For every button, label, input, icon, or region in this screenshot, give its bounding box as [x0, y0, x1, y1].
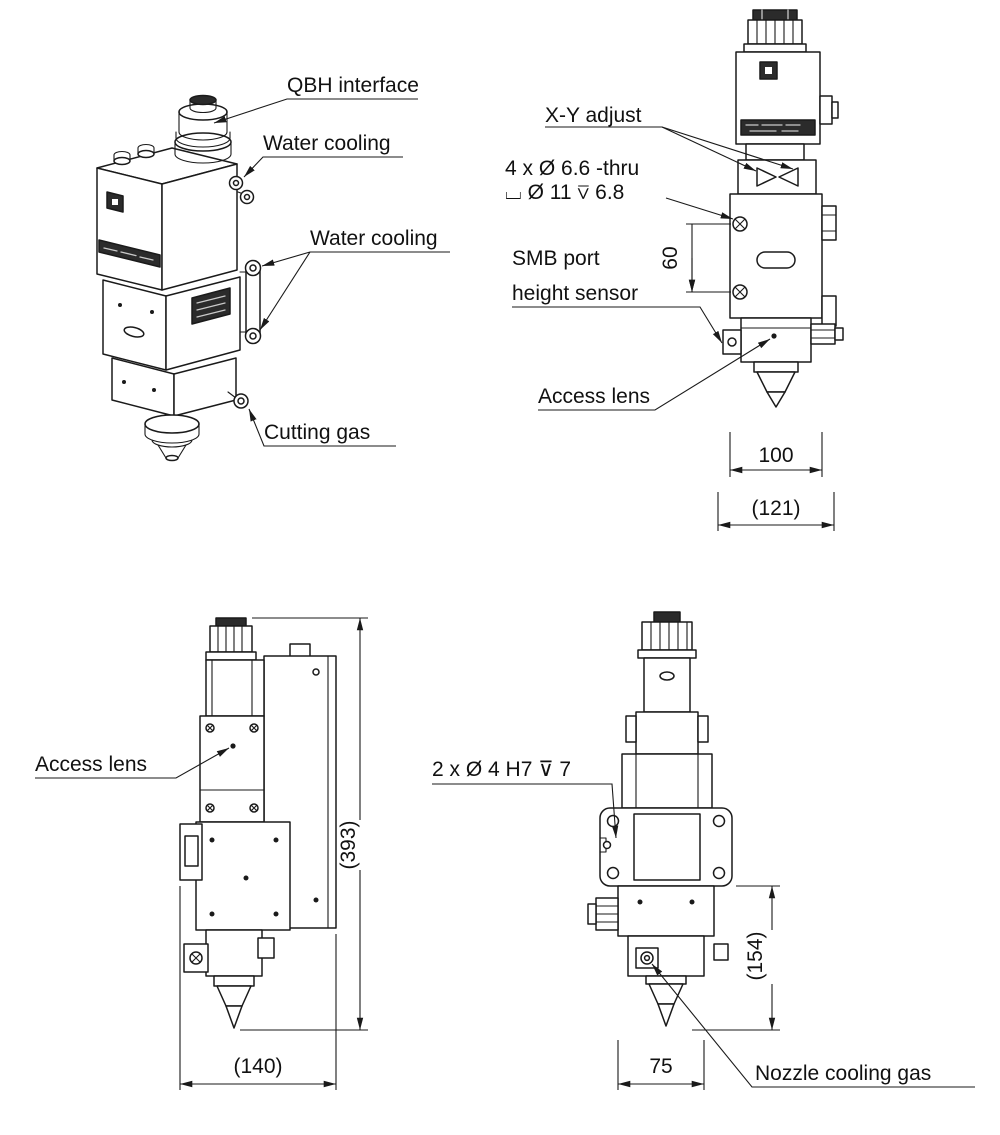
- leader-smb-port: [512, 306, 723, 344]
- rear-nozzle: [645, 975, 687, 1027]
- front-qbh-connector: [743, 9, 807, 53]
- dim-text-140: (140): [233, 1055, 283, 1078]
- leader-cutting-gas: [248, 408, 396, 447]
- rear-lower-body: [587, 885, 729, 977]
- dim-text-100: 100: [758, 444, 794, 467]
- leader-access-lens-side: [35, 747, 230, 779]
- dim-text-75: 75: [649, 1055, 673, 1078]
- iso-water-fitting-lower: [239, 259, 262, 345]
- dim-text-60: 60: [659, 246, 682, 270]
- iso-lower-body: [111, 357, 237, 417]
- rear-nozzle-cooling-fitting: [635, 947, 659, 969]
- side-qbh-connector: [205, 617, 257, 661]
- side-lower-body: [179, 821, 291, 931]
- rear-locating-pin-hole: [599, 837, 612, 853]
- iso-qbh-connector: [174, 94, 232, 164]
- label-mounting-holes-line1: 4 x Ø 6.6 -thru: [505, 157, 640, 180]
- leader-qbh-interface: [213, 98, 418, 124]
- label-smb-port-line1: SMB port: [512, 247, 600, 270]
- dim-154-extension-lines: [692, 885, 780, 1031]
- label-access-lens-front: Access lens: [538, 385, 651, 408]
- label-mounting-holes-line2: ⌴ Ø 11 ⊽ 6.8: [505, 181, 625, 204]
- leader-water-cooling-lower-2: [259, 251, 311, 331]
- label-access-lens-side: Access lens: [35, 753, 148, 776]
- annotation-lines: [35, 98, 975, 1090]
- rear-side-fitting: [587, 897, 619, 931]
- side-lens-access-cover: [179, 823, 203, 881]
- dim-text-121: (121): [751, 497, 801, 520]
- leader-nozzle-cooling-gas: [651, 963, 975, 1088]
- iso-nozzle: [144, 414, 200, 462]
- dim-140-extension-lines: [179, 886, 337, 1090]
- front-mounting-screw-bottom: [732, 284, 748, 300]
- iso-view-drawing: [96, 94, 262, 462]
- front-nozzle: [753, 361, 799, 408]
- rear-mounting-plate: [599, 807, 733, 887]
- label-water-cooling-lower: Water cooling: [310, 227, 438, 250]
- leader-xy-adjust-2: [661, 126, 794, 170]
- leader-xy-adjust-1: [661, 126, 757, 172]
- front-xy-adjust-section: [737, 159, 817, 195]
- side-nozzle: [213, 975, 255, 1029]
- dim-75-extension-lines: [617, 1040, 705, 1090]
- label-pin-holes: 2 x Ø 4 H7 ⊽ 7: [432, 758, 572, 781]
- iso-water-fitting-upper: [228, 175, 255, 205]
- leader-water-cooling-lower-1: [261, 251, 311, 267]
- side-mid-body: [199, 715, 265, 823]
- iso-cutting-gas-fitting: [227, 391, 249, 409]
- rear-view-drawing: [587, 611, 733, 1027]
- dim-text-154: (154): [744, 931, 767, 981]
- dim-393-extension-lines: [240, 617, 368, 1031]
- dim-60-extension-lines: [686, 223, 731, 293]
- iso-mid-body: [102, 276, 241, 371]
- label-qbh-interface: QBH interface: [287, 74, 419, 97]
- iso-upper-body: [96, 143, 238, 291]
- label-cutting-gas: Cutting gas: [264, 421, 371, 444]
- leader-pin-holes: [432, 783, 619, 839]
- dim-text-393: (393): [337, 820, 360, 870]
- leader-water-cooling-upper: [243, 156, 403, 178]
- rear-upper-column: [621, 657, 713, 809]
- leader-mounting-holes: [665, 197, 734, 220]
- front-lower-body: [722, 317, 844, 363]
- side-upper-column: [205, 659, 265, 717]
- label-nozzle-cooling-gas: Nozzle cooling gas: [755, 1062, 932, 1085]
- front-view-drawing: [722, 9, 844, 408]
- front-upper-body: [735, 51, 839, 161]
- side-view-drawing: [179, 617, 337, 1029]
- front-smb-port: [722, 329, 742, 355]
- label-water-cooling-upper: Water cooling: [263, 132, 391, 155]
- leader-access-lens-front: [538, 338, 771, 411]
- front-mounting-screw-top: [732, 216, 748, 232]
- front-main-body: [729, 193, 837, 327]
- label-xy-adjust: X-Y adjust: [545, 104, 642, 127]
- rear-qbh-connector: [637, 611, 697, 659]
- side-bottom-section: [183, 929, 275, 977]
- label-smb-port-line2: height sensor: [512, 282, 639, 305]
